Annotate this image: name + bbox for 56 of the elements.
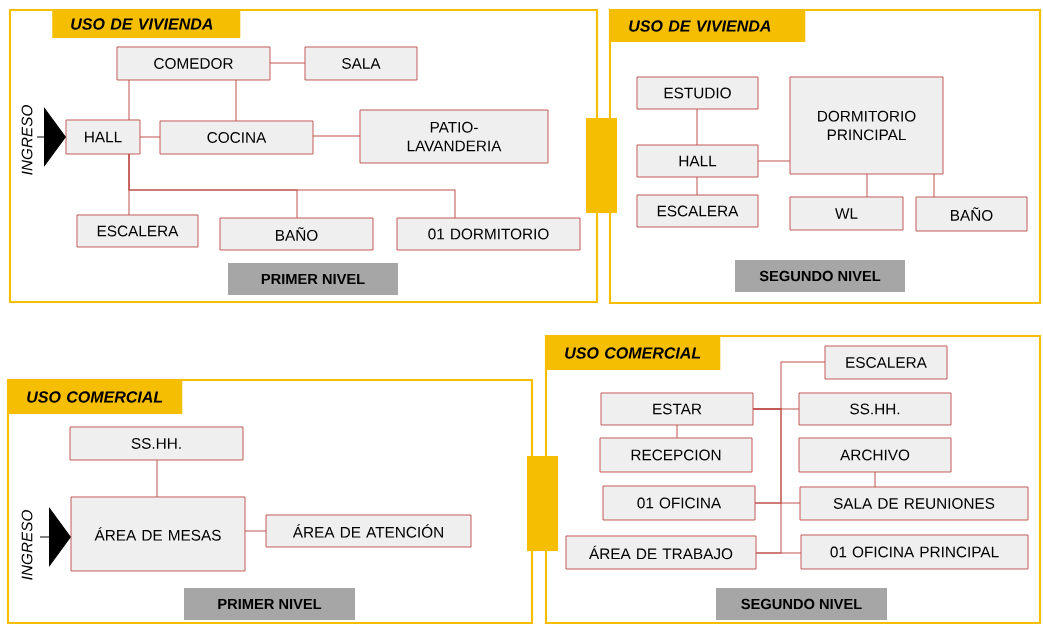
connector-line <box>156 459 158 498</box>
connector-line <box>933 173 935 198</box>
connector-line <box>866 173 868 198</box>
entry-label: INGRESO <box>21 105 33 175</box>
room-box: 01 OFICINA <box>602 485 756 521</box>
room-box: PATIO-LAVANDERIA <box>359 109 549 164</box>
room-box: 01 DORMITORIO <box>396 217 581 251</box>
connector-line <box>235 79 237 122</box>
level-band: SEGUNDO NIVEL <box>735 260 905 292</box>
room-box: BAÑO <box>219 217 374 251</box>
connector-line <box>139 136 161 138</box>
room-box: ESCALERA <box>636 194 759 228</box>
panel-tab: USO DE VIVIENDA <box>52 10 241 38</box>
room-box: ARCHIVO <box>798 437 952 473</box>
room-box: HALL <box>636 144 759 178</box>
room-box: ESTUDIO <box>636 76 759 110</box>
room-box: COMEDOR <box>116 46 271 81</box>
connector-bar <box>586 118 617 213</box>
room-box: ESCALERA <box>824 345 948 380</box>
connector-line <box>696 108 698 146</box>
room-box: ESTAR <box>600 392 754 426</box>
entry-arrow <box>39 507 71 567</box>
room-box: ÁREA DE TRABAJO <box>565 535 757 570</box>
connector-line <box>676 424 678 439</box>
room-box: HALL <box>65 119 141 155</box>
room-box: WL <box>789 196 904 231</box>
connector-line <box>757 160 791 162</box>
panel-tab: USO COMERCIAL <box>546 336 721 370</box>
room-box: SS.HH. <box>69 426 244 461</box>
room-box: ÁREA DE MESAS <box>70 496 246 572</box>
room-box: ÁREA DE ATENCIÓN <box>265 514 472 548</box>
room-box: DORMITORIO PRINCIPAL <box>789 76 944 175</box>
connector-line <box>312 135 361 137</box>
room-box: 01 OFICINA PRINCIPAL <box>800 534 1029 570</box>
room-box: ESCALERA <box>76 214 199 248</box>
room-box: BAÑO <box>915 196 1028 232</box>
level-band: SEGUNDO NIVEL <box>716 588 887 620</box>
connector-line <box>128 79 130 121</box>
entry-arrow <box>36 107 66 167</box>
connector-line <box>874 471 876 488</box>
connector-line <box>752 408 782 554</box>
connector-bar <box>527 456 558 551</box>
level-band: PRIMER NIVEL <box>184 588 355 620</box>
connector-line <box>269 62 306 64</box>
room-box: RECEPCION <box>599 437 753 473</box>
entry-label: INGRESO <box>21 510 33 580</box>
connector-line <box>696 176 698 196</box>
panel-tab: USO COMERCIAL <box>8 380 183 414</box>
room-box: SALA <box>304 46 418 81</box>
room-box: SS.HH. <box>798 392 952 426</box>
room-box: COCINA <box>159 120 314 155</box>
connector-line <box>128 153 456 219</box>
connector-line <box>244 530 267 532</box>
level-band: PRIMER NIVEL <box>228 263 398 295</box>
panel-tab: USO DE VIVIENDA <box>610 10 806 42</box>
room-box: SALA DE REUNIONES <box>799 486 1029 521</box>
